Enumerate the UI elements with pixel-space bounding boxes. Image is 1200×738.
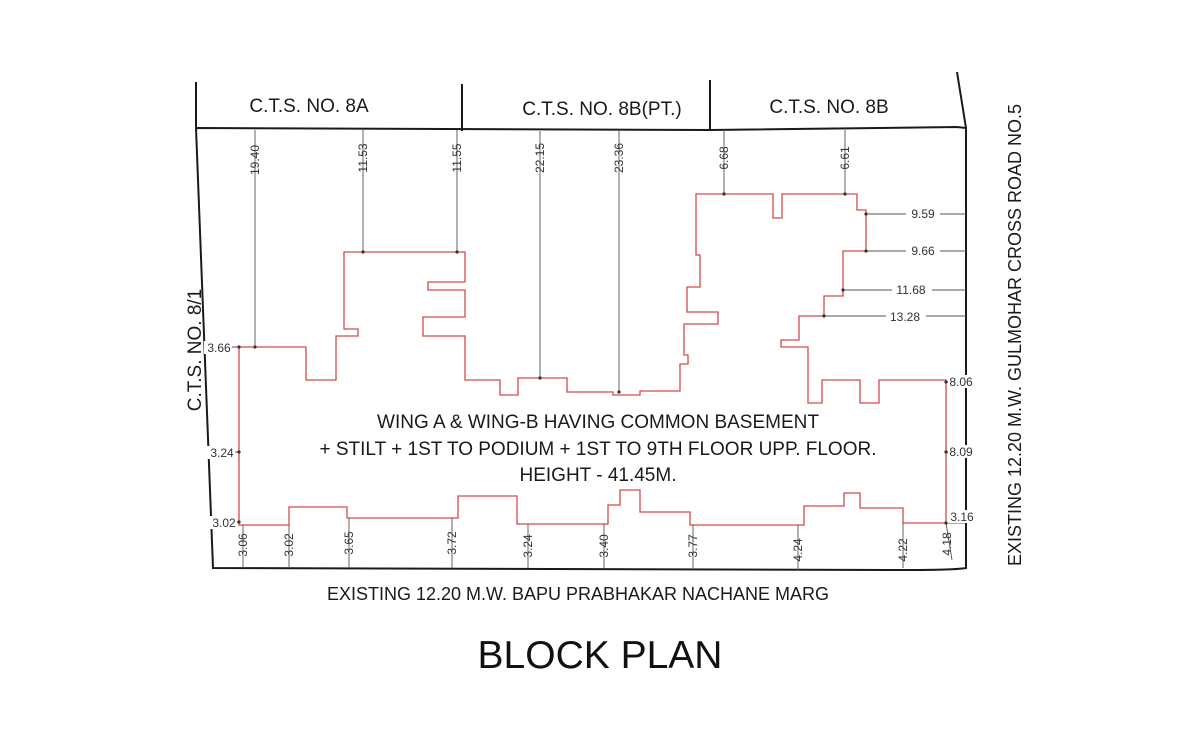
dim-bottom-5: 3.24 — [521, 534, 535, 558]
plan-title: BLOCK PLAN — [478, 634, 723, 677]
dim-top-4: 22.15 — [533, 143, 547, 173]
dim-right-4: 13.28 — [890, 310, 920, 324]
plot-boundary — [194, 125, 967, 572]
building-note-line-3: HEIGHT - 41.45M. — [520, 465, 677, 486]
dim-bottom-7: 3.77 — [686, 534, 700, 558]
dim-right-5: 8.06 — [949, 375, 973, 389]
dimension-ticks — [237, 192, 948, 525]
dim-top-6: 6.68 — [717, 146, 731, 170]
dimension-lines — [205, 130, 966, 570]
dim-bottom-4: 3.72 — [445, 531, 459, 555]
dim-right-6: 8.09 — [949, 445, 973, 459]
dim-top-7: 6.61 — [838, 146, 852, 170]
dim-top-2: 11.53 — [356, 143, 370, 172]
neighbour-label-8a: C.T.S. NO. 8A — [249, 96, 369, 117]
road-label-bottom: EXISTING 12.20 M.W. BAPU PRABHAKAR NACHA… — [327, 584, 829, 604]
dim-top-5: 23.36 — [612, 143, 626, 173]
neighbour-label-8b-pt: C.T.S. NO. 8B(PT.) — [522, 99, 681, 120]
dim-bottom-1: 3.06 — [236, 533, 250, 557]
dim-bottom-10: 4.18 — [940, 532, 954, 556]
dim-bottom-3: 3.65 — [342, 531, 356, 555]
neighbour-boundaries — [195, 80, 711, 131]
dim-bottom-2: 3.02 — [282, 533, 296, 557]
dim-left-2: 3.24 — [210, 446, 234, 460]
dim-right-1: 9.59 — [911, 207, 935, 221]
dim-right-2: 9.66 — [911, 244, 935, 258]
road-edge-line — [956, 71, 967, 129]
dim-left-1: 3.66 — [207, 341, 231, 355]
dim-left-3: 3.02 — [212, 516, 236, 530]
dim-right-3: 11.68 — [896, 283, 925, 297]
building-note-line-1: WING A & WING-B HAVING COMMON BASEMENT — [377, 412, 819, 433]
dim-right-7: 3.16 — [950, 510, 974, 524]
neighbour-label-8b: C.T.S. NO. 8B — [769, 97, 888, 118]
building-footprint — [238, 193, 947, 526]
dim-bottom-8: 4.24 — [791, 538, 805, 562]
dim-bottom-6: 3.40 — [597, 534, 611, 558]
dim-top-1: 19.40 — [248, 145, 262, 175]
dim-bottom-9: 4.22 — [896, 538, 910, 562]
neighbour-label-8-1: C.T.S. NO. 8/1 — [185, 289, 206, 411]
road-label-right: EXISTING 12.20 M.W. GULMOHAR CROSS ROAD … — [1005, 104, 1025, 566]
building-note-line-2: + STILT + 1ST TO PODIUM + 1ST TO 9TH FLO… — [320, 439, 877, 460]
dim-top-3: 11.55 — [450, 143, 464, 172]
